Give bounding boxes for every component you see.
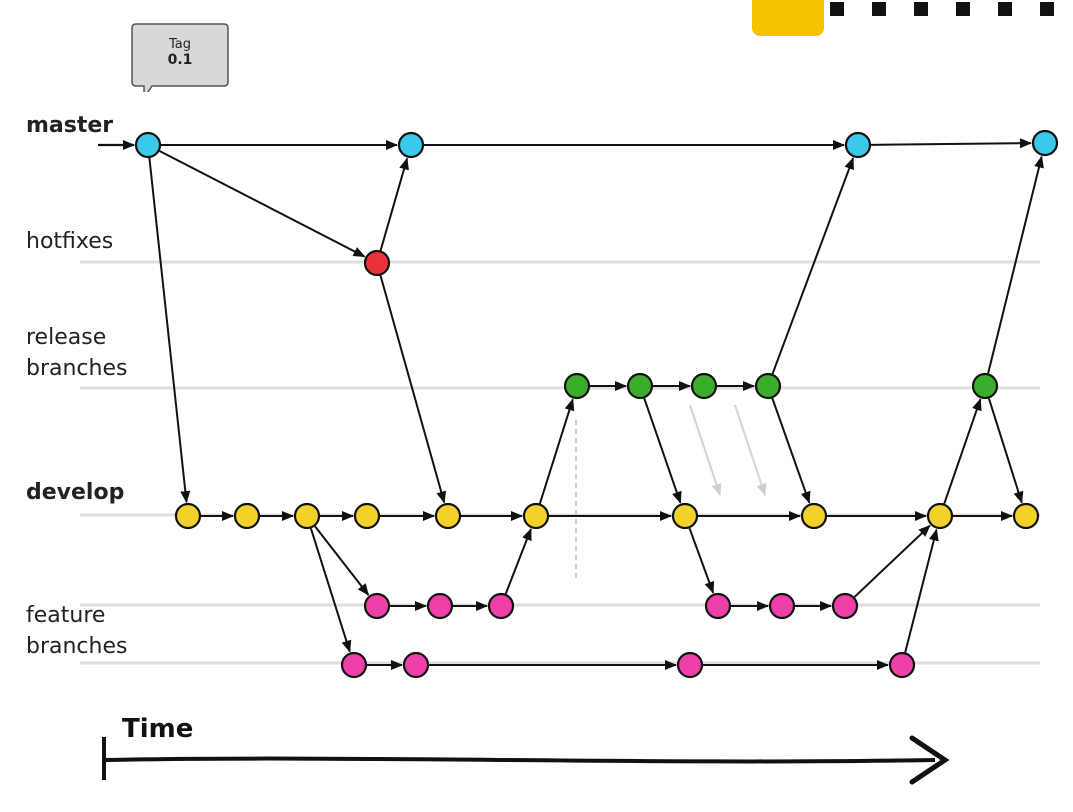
release-commit-node [626,372,654,400]
feature-commit-node [340,651,368,679]
edge-fc4-d9 [904,528,939,653]
feature-commit-node [402,651,430,679]
edge-r5-d10 [987,398,1024,504]
hotfix-commit-node [363,249,391,277]
develop-commit-node [434,502,462,530]
edge-d3-fc1 [309,528,352,653]
edge-fb3-d9 [853,524,931,598]
release-commit-node [971,372,999,400]
edge-fa3-d6 [504,528,532,595]
feature-commit-node [704,592,732,620]
develop-commit-node [522,502,550,530]
edge-m3-m4 [870,138,1033,149]
feature-commit-node [888,651,916,679]
edge-r2-d7 [643,397,682,504]
feature-commit-node [768,592,796,620]
edge-d3-fa1 [314,525,370,596]
master-commit-node [844,131,872,159]
tag-version: 0.1 [167,52,193,68]
develop-commit-node [671,502,699,530]
edge-m1-h1 [159,150,366,258]
time-arrow-head [909,735,950,785]
master-commit-node [397,131,425,159]
nodes [134,129,1059,679]
develop-commit-node [926,502,954,530]
develop-commit-node [174,502,202,530]
lane-label-release-branches: release branches [26,325,128,381]
feature-commit-node [426,592,454,620]
time-arrow [102,735,950,785]
time-label: Time [122,714,194,744]
develop-commit-node [800,502,828,530]
develop-commit-node [1012,502,1040,530]
lane-label-hotfixes: hotfixes [26,229,114,254]
edge-d9-r5 [943,398,982,505]
edge-m1-d1 [148,157,191,504]
edge-d6-r1 [538,398,575,504]
edge-r4-m3 [771,157,855,375]
time-arrow-shaft [103,756,936,764]
master-commit-node [134,131,162,159]
edge-h1-m2 [379,157,409,251]
ghost-edge [734,404,767,496]
edge-r5-m4 [987,155,1044,374]
lane-label-feature-branches: feature branches [26,603,128,659]
release-commit-node [690,372,718,400]
lane-label-develop: develop [26,480,125,505]
corner-dots [830,2,1073,16]
release-commit-node [754,372,782,400]
develop-commit-node [353,502,381,530]
feature-commit-node [487,592,515,620]
lane-lines [80,260,1040,665]
develop-commit-node [293,502,321,530]
edge-r4-d8 [771,397,811,504]
lane-label-master: master [26,113,114,138]
feature-commit-node [676,651,704,679]
tag-label: Tag 0.1 [130,37,230,68]
develop-commit-node [233,502,261,530]
feature-commit-node [363,592,391,620]
tag-bubble [131,23,229,92]
tag-title: Tag [168,37,191,52]
ghost-edge [689,404,722,496]
feature-commit-node [831,592,859,620]
edge-d7-fb1 [688,527,715,594]
corner-badge [752,0,824,36]
master-commit-node [1031,129,1059,157]
edge-h1-d5 [379,275,447,504]
edges [98,138,1044,670]
release-commit-node [563,372,591,400]
